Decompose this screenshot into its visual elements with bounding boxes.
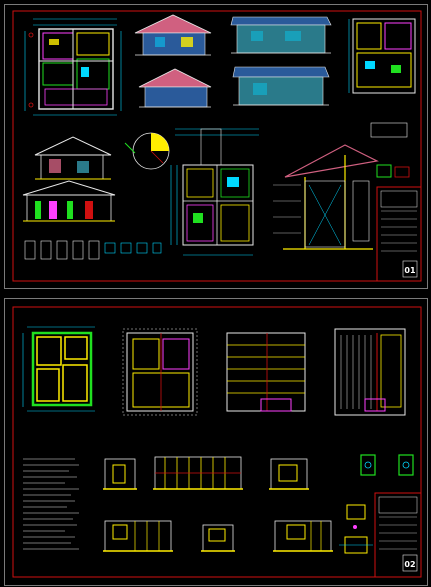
right-details	[370, 122, 410, 178]
title-block-1: 01	[376, 186, 422, 282]
sheet-2-number: 02	[404, 560, 415, 569]
sheet-frame	[12, 10, 422, 282]
connector-details	[360, 454, 414, 476]
floor-plan-2	[170, 128, 259, 256]
floor-plan-1	[24, 18, 122, 116]
wall-elevation-6	[273, 520, 333, 552]
wall-elevation-4	[103, 520, 173, 552]
plan-b	[122, 328, 198, 416]
circle-detail	[124, 132, 170, 170]
foundation-details	[339, 504, 373, 554]
section-view-1	[34, 136, 112, 180]
sheet-1-number: 01	[404, 266, 416, 275]
title-block-2: 02	[374, 492, 422, 578]
rear-elevation-1	[138, 68, 212, 108]
drawing-sheet-1: 01	[4, 4, 428, 289]
wall-elevation-5	[201, 524, 235, 552]
top-right-plan	[348, 18, 416, 94]
wall-elevation-3	[269, 458, 309, 490]
wall-elevation-1	[103, 458, 137, 490]
sheet-frame-2	[12, 306, 422, 578]
notes-list	[23, 458, 79, 550]
sheet-1-canvas: 01	[12, 10, 422, 282]
plan-c	[226, 332, 306, 412]
roof-section-detail	[273, 144, 379, 250]
drawing-sheet-2: 02	[4, 298, 428, 586]
side-elevation-1	[230, 16, 332, 54]
section-view-2	[22, 180, 116, 222]
plan-d	[334, 328, 406, 416]
front-elevation-1	[134, 14, 212, 56]
wall-elevation-2	[153, 456, 243, 490]
sheet-2-canvas: 02	[12, 306, 422, 578]
side-elevation-2	[232, 66, 330, 106]
plan-a	[22, 326, 95, 412]
door-window-schedule	[24, 240, 162, 260]
